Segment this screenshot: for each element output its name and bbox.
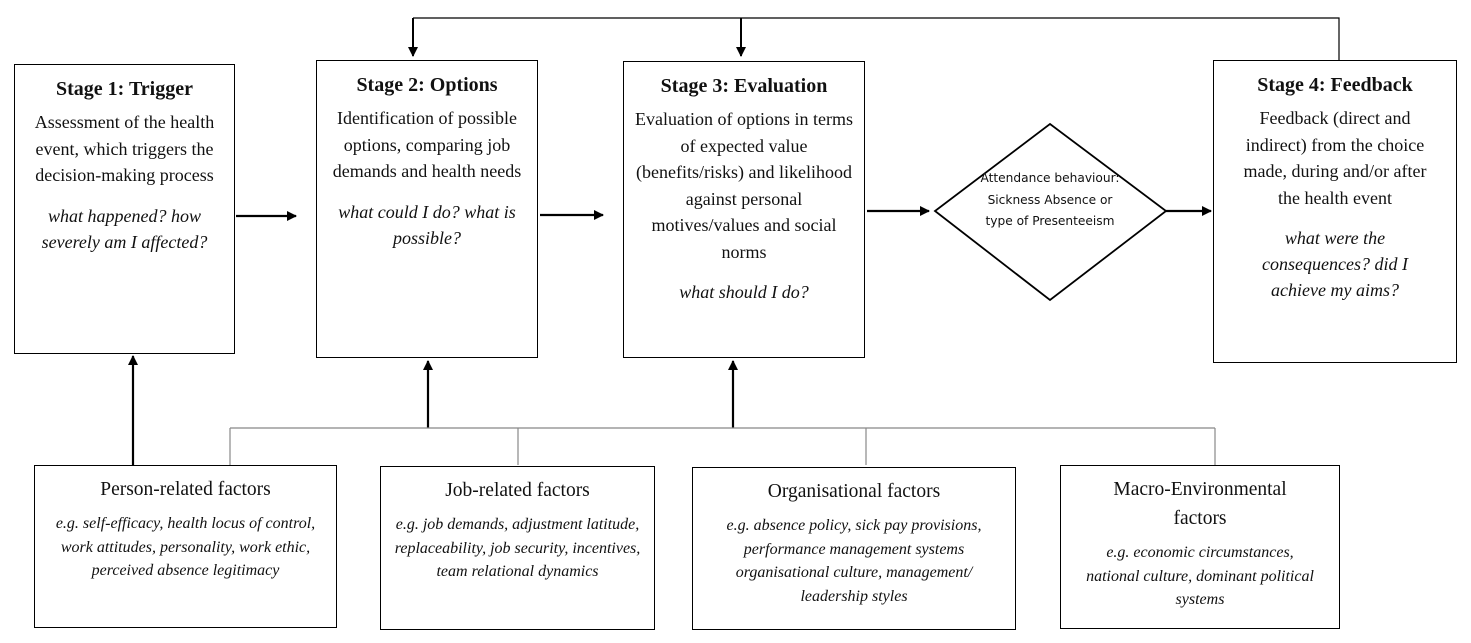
- factor-org-box: Organisational factors e.g. absence poli…: [692, 467, 1016, 630]
- factor-org-title: Organisational factors: [767, 481, 941, 502]
- factor-person-title: Person-related factors: [100, 479, 271, 500]
- factor-job-title: Job-related factors: [445, 480, 590, 501]
- factor-macro-box: Macro-Environmental factors e.g. economi…: [1060, 465, 1340, 629]
- stage3-title: Stage 3: Evaluation: [660, 75, 828, 97]
- stage3-question: what should I do?: [679, 282, 809, 302]
- decision-diamond: [933, 122, 1168, 302]
- stage4-question: what were the consequences? did I achiev…: [1262, 228, 1408, 300]
- stage1-question: what happened? how severely am I affecte…: [41, 205, 208, 252]
- factor-job-box: Job-related factors e.g. job demands, ad…: [380, 466, 655, 630]
- stage3-body: Evaluation of options in terms of expect…: [635, 109, 853, 262]
- factor-macro-title: Macro-Environmental factors: [1113, 479, 1287, 529]
- stage4-body: Feedback (direct and indirect) from the …: [1243, 108, 1427, 208]
- stage4-box: Stage 4: Feedback Feedback (direct and i…: [1213, 60, 1457, 363]
- stage2-box: Stage 2: Options Identification of possi…: [316, 60, 538, 358]
- stage1-title: Stage 1: Trigger: [55, 78, 193, 100]
- stage1-box: Stage 1: Trigger Assessment of the healt…: [14, 64, 235, 354]
- stage2-body: Identification of possible options, comp…: [332, 108, 522, 181]
- stage2-question: what could I do? what is possible?: [338, 201, 516, 248]
- feedback-loop-line: [413, 17, 1340, 60]
- factor-job-examples: e.g. job demands, adjustment latitude, r…: [394, 516, 641, 580]
- decision-label: Attendance behaviour: Sickness Absence o…: [980, 171, 1120, 228]
- factor-person-examples: e.g. self-efficacy, health locus of cont…: [55, 515, 316, 579]
- factor-person-box: Person-related factors e.g. self-efficac…: [34, 465, 337, 628]
- stage3-box: Stage 3: Evaluation Evaluation of option…: [623, 61, 865, 358]
- stage2-title: Stage 2: Options: [356, 74, 498, 96]
- factor-org-examples: e.g. absence policy, sick pay provisions…: [726, 517, 982, 605]
- stage4-title: Stage 4: Feedback: [1257, 74, 1413, 96]
- stage1-body: Assessment of the health event, which tr…: [34, 112, 215, 185]
- factor-macro-examples: e.g. economic circumstances, national cu…: [1086, 544, 1314, 608]
